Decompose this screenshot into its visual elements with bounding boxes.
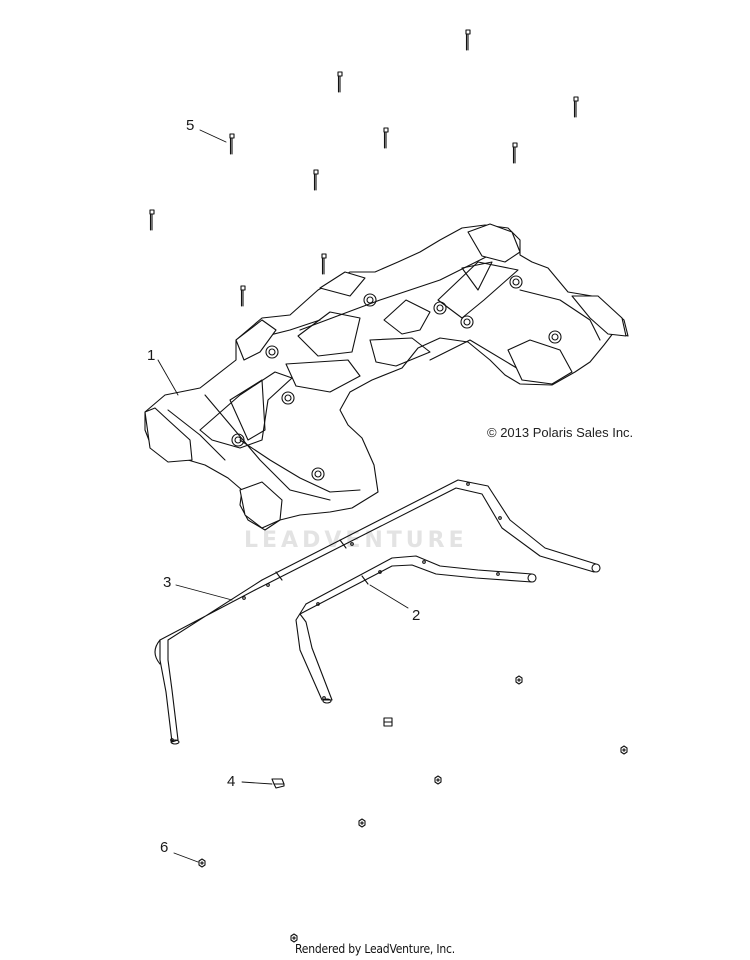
bolt: [149, 209, 155, 231]
bolt-group: [149, 29, 579, 307]
callout-1: 1: [147, 347, 155, 364]
bolt: [383, 127, 389, 149]
callout-4: 4: [227, 773, 235, 790]
rack: [144, 223, 629, 531]
footer-credit: Rendered by LeadVenture, Inc.: [295, 942, 455, 956]
nut: [434, 775, 442, 785]
callout-6: 6: [160, 839, 168, 856]
nut: [290, 933, 298, 943]
rail-outer: [154, 479, 601, 745]
bolt: [321, 253, 327, 275]
bolt: [240, 285, 246, 307]
nut-group: [198, 675, 628, 943]
bolt: [313, 169, 319, 191]
bolt: [337, 71, 343, 93]
nut: [515, 675, 523, 685]
rack-mount-holes: [231, 275, 562, 481]
callout-2: 2: [412, 607, 420, 624]
watermark-text: LEADVENTURE: [244, 528, 468, 553]
bolt: [465, 29, 471, 51]
bolt: [229, 133, 235, 155]
callout-5: 5: [186, 117, 194, 134]
rail-inner: [295, 555, 537, 704]
bolt: [512, 142, 518, 164]
nut: [620, 745, 628, 755]
clip: [383, 717, 393, 727]
bolt: [573, 96, 579, 118]
clip: [271, 778, 285, 789]
nut: [198, 858, 206, 868]
leader-lines: [157, 129, 409, 863]
callout-3: 3: [163, 574, 171, 591]
nut: [358, 818, 366, 828]
callouts: 5 1 3 2 4 6: [147, 117, 420, 856]
copyright-text: © 2013 Polaris Sales Inc.: [487, 425, 634, 440]
